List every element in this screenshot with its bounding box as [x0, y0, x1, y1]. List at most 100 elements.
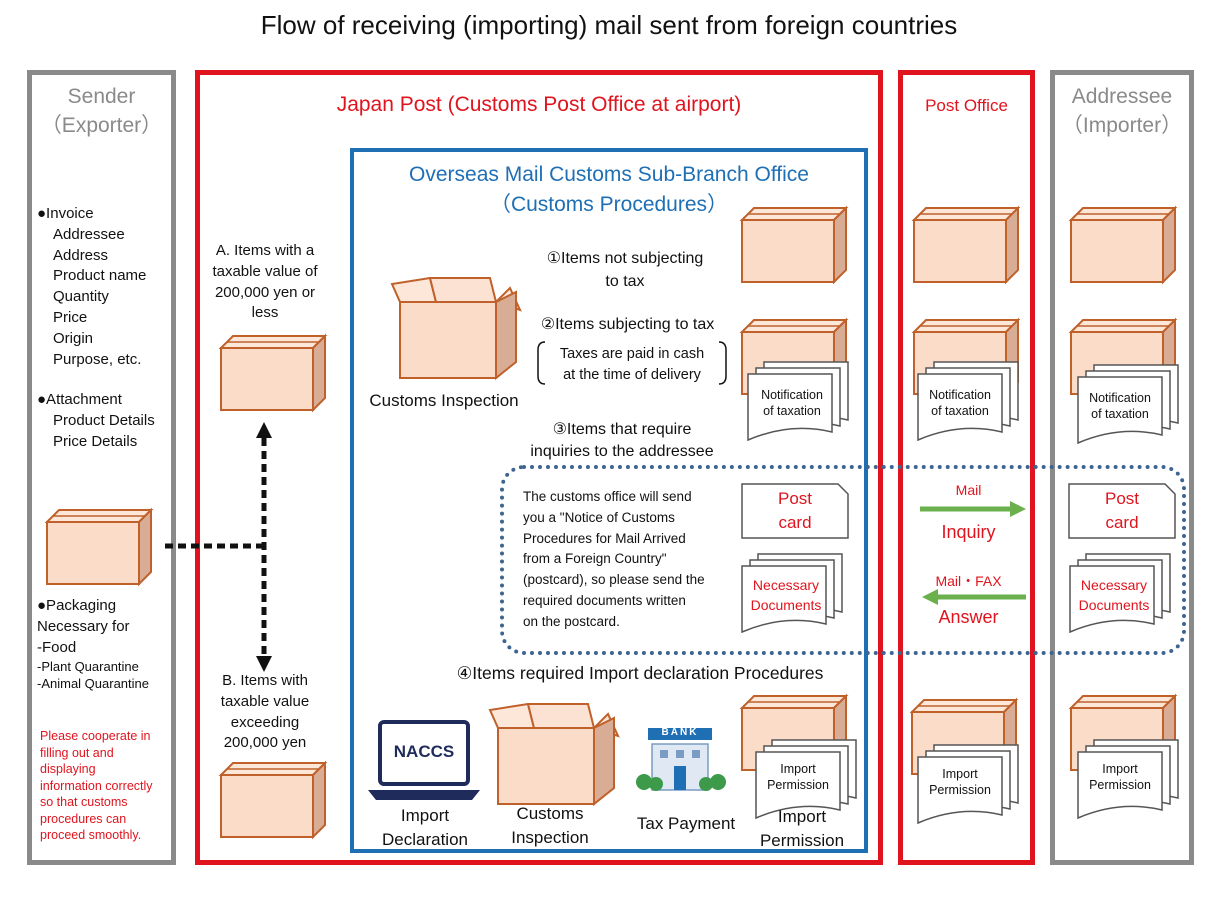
note-line: Please cooperate in — [40, 729, 151, 743]
attachment-block: ●Attachment Product Details Price Detail… — [37, 390, 155, 452]
parcel-item-a — [220, 335, 326, 411]
doc-line: Import — [1102, 762, 1138, 776]
tax-payment-label: Tax Payment — [636, 814, 736, 833]
item-b-label: B. Items with taxable value exceeding 20… — [205, 671, 325, 754]
item3-note-line: (postcard), so please send the — [523, 572, 705, 588]
note-line: proceed smoothly. — [40, 828, 142, 842]
doc-line: Notification — [761, 388, 823, 402]
customs-inspection-line: Inspection — [511, 828, 589, 847]
invoice-item: Quantity — [53, 288, 109, 306]
item3-note-line: you a "Notice of Customs — [523, 509, 675, 525]
invoice-item: Origin — [53, 329, 94, 347]
item4-label: ④Items required Import declaration Proce… — [456, 663, 824, 683]
customs-inspection-box — [391, 277, 521, 379]
item1-label: ①Items not subjecting to tax — [520, 247, 730, 293]
note-line: displaying — [40, 762, 96, 776]
item3-line: inquiries to the addressee — [530, 443, 714, 460]
necessary-docs-label-ad: Necessary Documents — [1070, 575, 1158, 615]
parcel-ad-1 — [1070, 207, 1176, 283]
doc-line: Documents — [750, 597, 822, 613]
sender-parcel — [46, 509, 152, 585]
import-permission-doc-label-po: Import Permission — [918, 766, 1002, 798]
doc-line: Documents — [1078, 597, 1150, 613]
diagram-title: Flow of receiving (importing) mail sent … — [260, 10, 958, 40]
item-a-line: less — [251, 304, 279, 322]
addressee-heading-line1: Addressee — [1071, 85, 1173, 108]
sender-heading-line2: （Exporter） — [40, 114, 163, 137]
item-a-line: A. Items with a — [215, 242, 315, 259]
inquiry-label: Inquiry — [941, 522, 996, 542]
invoice-item: Price — [53, 308, 88, 326]
sender-heading-line1: Sender — [67, 85, 136, 108]
item-a-label: A. Items with a taxable value of 200,000… — [205, 241, 325, 324]
import-declaration-line: Import — [400, 806, 450, 825]
japan-post-heading: Japan Post (Customs Post Office at airpo… — [336, 93, 742, 116]
attachment-heading: ●Attachment — [37, 391, 122, 408]
naccs-logo: NACCS — [393, 742, 455, 761]
customs-heading-line2: （Customs Procedures） — [489, 193, 729, 216]
doc-line: Necessary — [752, 577, 820, 593]
item2-note-line: Taxes are paid in cash — [559, 346, 705, 362]
item3-label: ③Items that require inquiries to the add… — [508, 419, 736, 463]
customs-inspection-box-2 — [489, 703, 619, 805]
sender-frame — [27, 70, 176, 865]
packaging-plant: -Plant Quarantine — [37, 659, 139, 675]
doc-line: Post — [1104, 489, 1140, 508]
import-declaration-label: Import Declaration — [365, 804, 485, 852]
note-line: procedures can — [40, 811, 127, 826]
doc-line: Necessary — [1080, 577, 1148, 593]
packaging-line: Necessary for — [37, 617, 130, 635]
notification-label-ad: Notification of taxation — [1078, 390, 1162, 422]
item2-note-line: at the time of delivery — [563, 367, 701, 383]
notification-label-po: Notification of taxation — [918, 387, 1002, 419]
packaging-animal: -Animal Quarantine — [37, 676, 149, 692]
invoice-item: Address — [53, 246, 109, 264]
cooperate-note: Please cooperate in filling out and disp… — [40, 728, 153, 844]
addressee-heading-line2: （Importer） — [1061, 114, 1183, 137]
post-office-heading: Post Office — [925, 96, 1008, 115]
doc-line: of taxation — [1091, 407, 1149, 421]
doc-line: Permission — [929, 783, 991, 797]
item3-note-line: required documents written — [523, 592, 686, 608]
invoice-block: ●Invoice Addressee Address Product name … — [37, 204, 146, 370]
bank-icon: BANK — [661, 727, 699, 738]
customs-inspection-label: Customs Inspection — [369, 391, 519, 410]
item-b-line: exceeding — [230, 713, 300, 731]
item1-line: ①Items not subjecting — [546, 250, 704, 267]
note-line: information correctly — [40, 778, 153, 793]
mail-label: Mail — [955, 482, 982, 498]
necessary-docs-label: Necessary Documents — [742, 575, 830, 615]
doc-line: Permission — [767, 778, 829, 792]
doc-line: Import — [780, 762, 816, 776]
customs-frame — [350, 148, 868, 853]
item3-note: The customs office will send you a "Noti… — [523, 487, 738, 633]
doc-line: Import — [942, 767, 978, 781]
item1-line: to tax — [605, 273, 645, 290]
mail-fax-label: Mail・FAX — [935, 573, 1002, 589]
doc-line: card — [778, 513, 812, 532]
item3-note-line: on the postcard. — [523, 613, 620, 629]
item3-note-line: from a Foreign Country" — [523, 551, 667, 567]
customs-inspection-label-2: Customs Inspection — [490, 802, 610, 850]
packaging-heading: ●Packaging — [37, 597, 117, 614]
notification-label: Notification of taxation — [750, 387, 834, 419]
import-declaration-line: Declaration — [382, 830, 468, 849]
doc-line: of taxation — [931, 404, 989, 418]
answer-label: Answer — [938, 607, 999, 627]
customs-inspection-line: Customs — [516, 804, 584, 823]
doc-line: Notification — [929, 388, 991, 402]
invoice-item: Addressee — [53, 225, 125, 243]
item-b-line: 200,000 yen — [223, 734, 307, 752]
parcel-item-b — [220, 762, 326, 838]
invoice-heading: ●Invoice — [37, 205, 94, 222]
postcard-label-ad: Post card — [1069, 487, 1175, 535]
item3-line: ③Items that require — [552, 421, 692, 438]
addressee-heading: Addressee （Importer） — [1055, 82, 1189, 140]
item-b-line: taxable value — [220, 692, 310, 710]
packaging-block: ●Packaging Necessary for -Food -Plant Qu… — [37, 596, 149, 692]
doc-line: card — [1105, 513, 1139, 532]
doc-line: Permission — [1089, 778, 1151, 792]
import-permission-line: Permission — [759, 831, 845, 850]
parcel-po-1 — [913, 207, 1019, 283]
